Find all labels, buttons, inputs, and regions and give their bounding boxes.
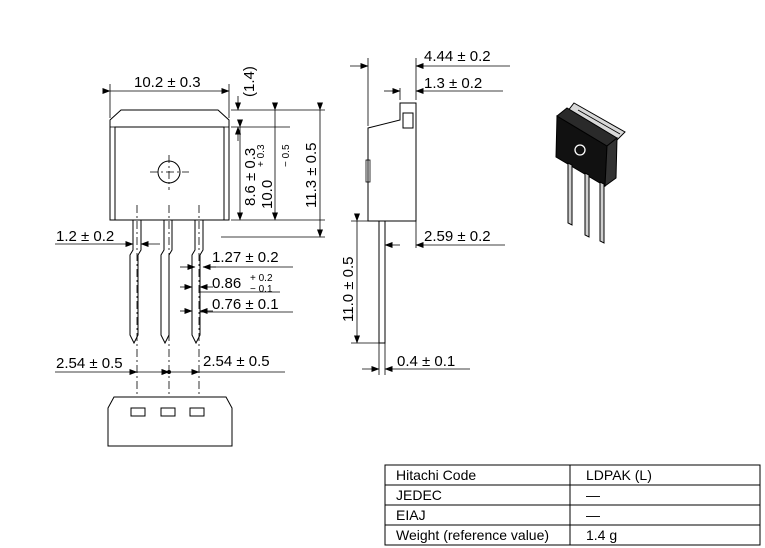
front-leads xyxy=(129,220,204,345)
dim-lead-086-tol-plus: + 0.2 xyxy=(250,273,273,284)
table-row-value: LDPAK (L) xyxy=(586,467,652,483)
side-lead xyxy=(378,220,386,344)
dim-side-tab: 1.3 ± 0.2 xyxy=(424,75,482,92)
dim-side-259: 2.59 ± 0.2 xyxy=(424,228,491,245)
front-view: 10.2 ± 0.3 (1.4) 8.6 ± 0.3 10.0 + 0.3 − … xyxy=(55,66,325,447)
dim-side-lead-len: 11.0 ± 0.5 xyxy=(340,256,357,322)
dim-height-86: 8.6 ± 0.3 xyxy=(242,148,259,206)
dim-side-lead-thick: 0.4 ± 0.1 xyxy=(397,353,455,370)
dim-pitch-left: 2.54 ± 0.5 xyxy=(56,355,123,372)
end-view xyxy=(107,396,233,447)
table-row-label: EIAJ xyxy=(396,507,426,523)
table-row-label: Hitachi Code xyxy=(396,467,476,483)
dim-height-100-tol-minus: − 0.5 xyxy=(281,144,292,167)
dim-height-100: 10.0 xyxy=(259,180,276,209)
dim-top-tab: (1.4) xyxy=(241,66,258,97)
package-3d-view xyxy=(555,102,626,244)
dim-lead-127: 1.27 ± 0.2 xyxy=(212,249,279,266)
side-body-outline xyxy=(367,102,417,222)
front-body-outline xyxy=(109,109,230,221)
dim-lead-086: 0.86 xyxy=(212,275,241,292)
table-row-label: JEDEC xyxy=(396,487,442,503)
dim-side-thickness: 4.44 ± 0.2 xyxy=(424,48,491,65)
dim-height-100-tol-plus: + 0.3 xyxy=(256,144,267,167)
package-info-table: Hitachi Code LDPAK (L) JEDEC — EIAJ — We… xyxy=(384,464,761,546)
table-row-label: Weight (reference value) xyxy=(396,527,549,543)
table-row-value: 1.4 g xyxy=(586,527,617,543)
table-row-value: — xyxy=(586,487,600,503)
dim-lead-left: 1.2 ± 0.2 xyxy=(56,228,114,245)
table-row-value: — xyxy=(586,507,600,523)
side-view: 4.44 ± 0.2 1.3 ± 0.2 2.59 ± 0.2 11.0 ± 0… xyxy=(340,48,510,375)
dim-lead-086-tol-minus: − 0.1 xyxy=(250,284,273,295)
dim-body-width: 10.2 ± 0.3 xyxy=(134,74,201,91)
front-mold-outline xyxy=(114,126,225,221)
dim-pitch-right: 2.54 ± 0.5 xyxy=(203,353,270,370)
dim-lead-076: 0.76 ± 0.1 xyxy=(212,296,279,313)
dim-height-113: 11.3 ± 0.5 xyxy=(303,142,320,208)
